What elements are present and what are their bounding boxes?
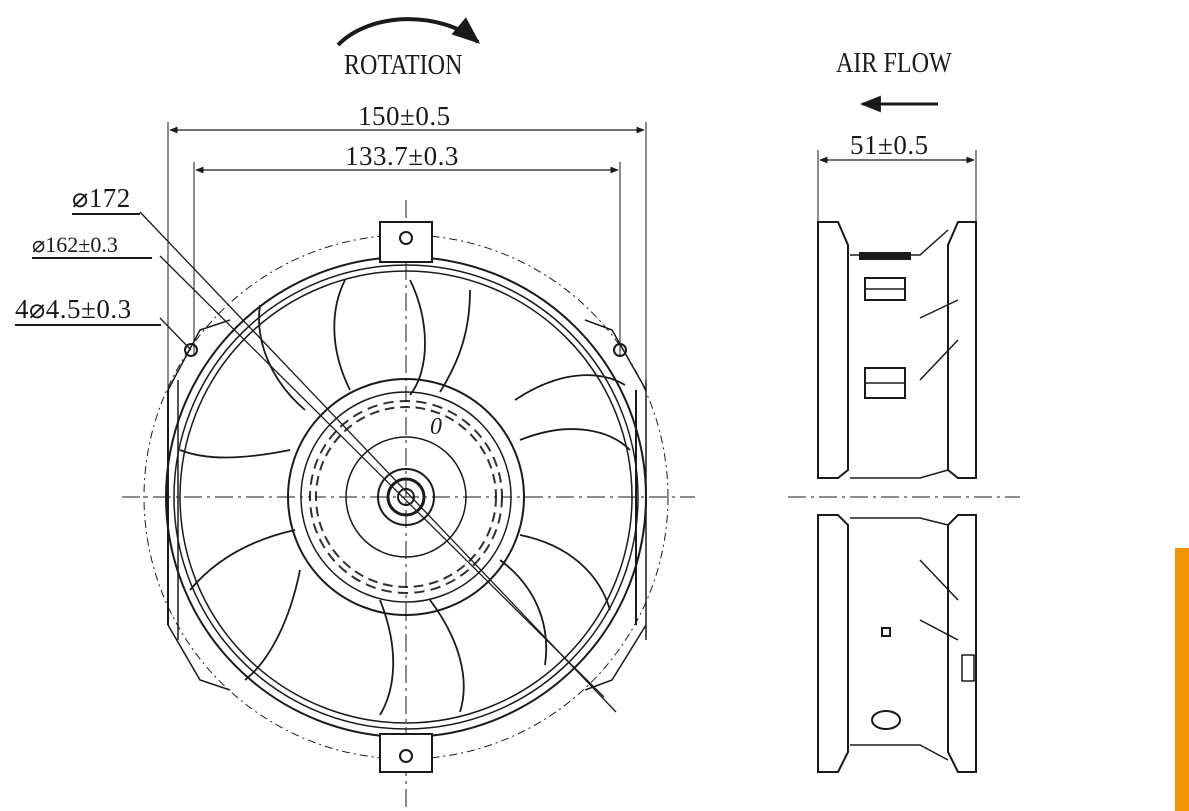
rotation-label: ROTATION bbox=[344, 50, 463, 81]
shaft-outer bbox=[386, 477, 426, 517]
leader-diameter-172 bbox=[139, 211, 617, 713]
ring-diameter-label: ⌀162±0.3 bbox=[32, 234, 152, 259]
hub-mark: 0 bbox=[430, 414, 442, 440]
hub-core bbox=[377, 468, 435, 526]
fan-blades bbox=[179, 279, 631, 716]
top-mounting-ear bbox=[379, 221, 433, 263]
hub-rim bbox=[300, 391, 512, 603]
frame-ring-inner bbox=[173, 264, 639, 730]
rotation-arrow bbox=[336, 17, 481, 47]
top-mounting-hole bbox=[399, 231, 413, 245]
air-flow-label: AIR FLOW bbox=[836, 48, 952, 79]
hub-outer bbox=[287, 378, 525, 616]
bottom-mounting-hole bbox=[399, 749, 413, 763]
side-view bbox=[788, 95, 1020, 773]
leader-diameter-162 bbox=[159, 255, 605, 698]
front-view bbox=[122, 17, 695, 811]
venturi-ring bbox=[179, 270, 633, 724]
left-mounting-hole bbox=[184, 343, 198, 357]
bottom-mounting-ear bbox=[379, 733, 433, 773]
depth-dimension: 51±0.5 bbox=[850, 130, 929, 160]
accent-bar bbox=[1175, 548, 1189, 811]
hub-inner bbox=[345, 436, 467, 558]
shaft bbox=[397, 488, 415, 506]
width-outer-dimension: 150±0.5 bbox=[358, 101, 451, 131]
side-cable-grommet bbox=[871, 710, 901, 730]
outer-diameter-label: ⌀172 bbox=[72, 185, 140, 215]
width-inner-dimension: 133.7±0.3 bbox=[345, 141, 459, 171]
side-small-square bbox=[881, 627, 891, 637]
leader-mounting-hole bbox=[159, 317, 192, 351]
outer-diameter-circle bbox=[143, 234, 669, 760]
mounting-holes-label: 4⌀4.5±0.3 bbox=[15, 296, 161, 326]
